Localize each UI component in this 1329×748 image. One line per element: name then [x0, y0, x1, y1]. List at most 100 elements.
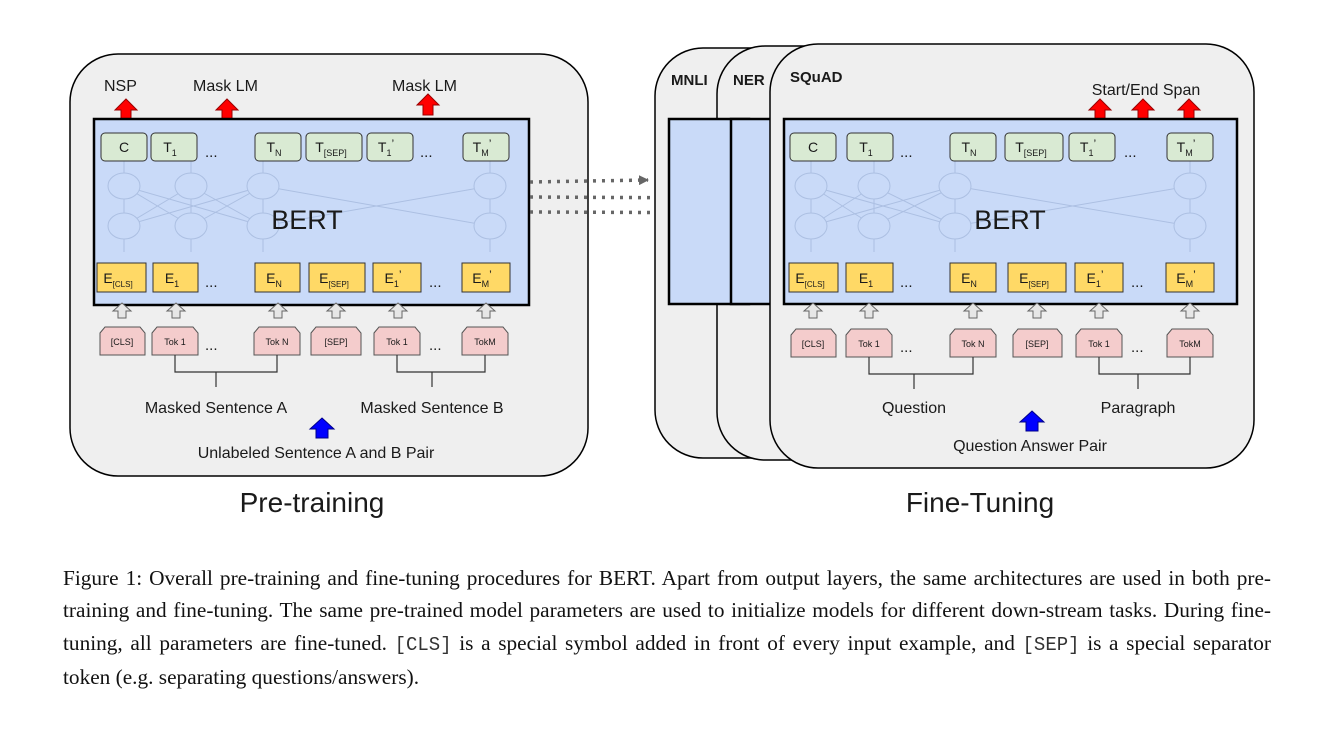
- mask-lm-label-1: Mask LM: [193, 78, 258, 95]
- ft-embedding-1-prime-label: E1’: [1086, 268, 1103, 289]
- embedding-row: E[CLS] E1 ... EN E[SEP] E1’ ... EM’: [96, 262, 511, 293]
- bert-label: BERT: [271, 205, 343, 235]
- ft-embedding-1-label: E1: [859, 270, 873, 289]
- ft-embedding-dots-2: ...: [1131, 274, 1144, 291]
- ft-sentence-brackets: [868, 357, 1191, 389]
- embedding-n: [254, 262, 301, 293]
- ft-embedding-1: [845, 262, 894, 293]
- ft-embedding-1-prime: [1074, 262, 1124, 293]
- transformer-layers: [107, 160, 507, 252]
- input-pair-label: Unlabeled Sentence A and B Pair: [198, 445, 435, 462]
- ft-embedding-row: E[CLS] E1 ... EN E[SEP] E1’ ... EM’: [788, 262, 1215, 293]
- ft-embedding-sep: [1007, 262, 1067, 293]
- sentence-b-label: Masked Sentence B: [360, 400, 503, 417]
- ft-token-sep: [1012, 328, 1063, 358]
- ft-output-dots-2: ...: [1124, 144, 1137, 161]
- qa-pair-label: Question Answer Pair: [953, 438, 1108, 455]
- ft-embedding-n: [949, 262, 997, 293]
- nsp-label: NSP: [104, 78, 137, 95]
- embedding-sep: [308, 262, 366, 293]
- ft-output-tn-label: TN: [961, 139, 976, 158]
- span-label: Start/End Span: [1092, 82, 1201, 99]
- ft-token-tok1-b-label: Tok 1: [1088, 339, 1110, 349]
- pretraining-title: Pre-training: [240, 487, 385, 518]
- caption-cls-token: [CLS]: [394, 633, 452, 656]
- ft-output-tn: [949, 132, 997, 162]
- output-tsep-label: T[SEP]: [315, 139, 347, 158]
- token-tok1: [151, 326, 199, 356]
- output-tn: [254, 132, 302, 162]
- ft-token-sep-label: [SEP]: [1025, 339, 1048, 349]
- embedding-cls-label: E[CLS]: [103, 270, 132, 289]
- ft-output-t1-label: T1: [859, 139, 873, 158]
- embedding-1-prime: [372, 262, 422, 293]
- task-ner-label: NER: [733, 72, 765, 89]
- output-tm-prime-label: TM’: [473, 137, 492, 158]
- task-mnli-label: MNLI: [671, 72, 708, 89]
- paragraph-label: Paragraph: [1101, 400, 1176, 417]
- token-tok1-b: [373, 326, 421, 356]
- task-squad-label: SQuAD: [790, 69, 843, 86]
- token-cls-label: [CLS]: [111, 337, 134, 347]
- output-c-label: C: [119, 139, 129, 155]
- ft-output-tm-prime: [1166, 132, 1214, 162]
- ft-token-tokn: [949, 328, 997, 358]
- ft-token-tokn-label: Tok N: [961, 339, 984, 349]
- token-tok1-label: Tok 1: [164, 337, 186, 347]
- embedding-cls: [96, 262, 147, 293]
- output-dots-2: ...: [420, 144, 433, 161]
- embedding-m-prime: [461, 262, 511, 293]
- token-cls: [99, 326, 146, 356]
- token-row: [CLS] Tok 1 ... Tok N [SEP] Tok 1 ... To…: [99, 326, 509, 356]
- output-row: C T1 ... TN T[SEP] T1’ ... TM’: [100, 132, 510, 162]
- ft-token-tok1: [845, 328, 893, 358]
- bert-diagram: NSP Mask LM Mask LM BERT C T1 ... TN T[S…: [69, 43, 1255, 518]
- ft-token-tokm-label: TokM: [1179, 339, 1201, 349]
- ft-token-tok1-b: [1075, 328, 1123, 358]
- token-dots: ...: [205, 337, 218, 354]
- ft-token-row: [CLS] Tok 1 ... Tok N [SEP] Tok 1 ... To…: [790, 328, 1214, 358]
- ft-token-cls-label: [CLS]: [802, 339, 825, 349]
- ft-output-t1: [846, 132, 894, 162]
- ft-embedding-cls: [788, 262, 839, 293]
- caption-part-1: Figure 1: Overall pre-training and fine-…: [63, 566, 1271, 655]
- ft-bert-label: BERT: [974, 205, 1046, 235]
- embedding-1: [152, 262, 199, 293]
- embedding-sep-label: E[SEP]: [319, 270, 349, 289]
- ft-token-tokm: [1166, 328, 1214, 358]
- ft-output-tm-prime-label: TM’: [1177, 137, 1196, 158]
- sentence-a-label: Masked Sentence A: [145, 400, 288, 417]
- caption-part-2: is a special symbol added in front of ev…: [451, 630, 1023, 655]
- token-tokn-label: Tok N: [265, 337, 288, 347]
- output-t1-prime-label: T1’: [378, 137, 394, 158]
- token-dots-2: ...: [429, 337, 442, 354]
- ft-token-cls: [790, 328, 837, 358]
- embedding-dots: ...: [205, 274, 218, 291]
- output-tm-prime: [462, 132, 510, 162]
- ft-output-tsep-label: T[SEP]: [1015, 139, 1047, 158]
- sentence-brackets: [174, 355, 486, 387]
- output-t1-prime: [366, 132, 414, 162]
- ft-output-dots: ...: [900, 144, 913, 161]
- ft-embedding-dots: ...: [900, 274, 913, 291]
- ft-output-tsep: [1004, 132, 1064, 162]
- token-tokn: [253, 326, 301, 356]
- ft-output-t1-prime-label: T1’: [1080, 137, 1096, 158]
- ft-token-dots: ...: [900, 339, 913, 356]
- embedding-1-label: E1: [165, 270, 179, 289]
- token-sep-label: [SEP]: [324, 337, 347, 347]
- embedding-n-label: EN: [266, 270, 282, 289]
- ft-embedding-m-prime-label: EM’: [1176, 268, 1196, 289]
- ft-transformer-layers: [794, 160, 1207, 252]
- figure-caption: Figure 1: Overall pre-training and fine-…: [63, 562, 1271, 694]
- ft-token-tok1-label: Tok 1: [858, 339, 880, 349]
- embedding-m-prime-label: EM’: [472, 268, 492, 289]
- finetuning-title: Fine-Tuning: [906, 487, 1054, 518]
- mask-lm-label-2: Mask LM: [392, 78, 457, 95]
- ft-embedding-m-prime: [1165, 262, 1215, 293]
- caption-part-3: is a special separator token (e.g. separ…: [63, 630, 1271, 690]
- question-label: Question: [882, 400, 946, 417]
- ft-embedding-sep-label: E[SEP]: [1019, 270, 1049, 289]
- ft-output-t1-prime: [1068, 132, 1116, 162]
- output-tsep: [305, 132, 363, 162]
